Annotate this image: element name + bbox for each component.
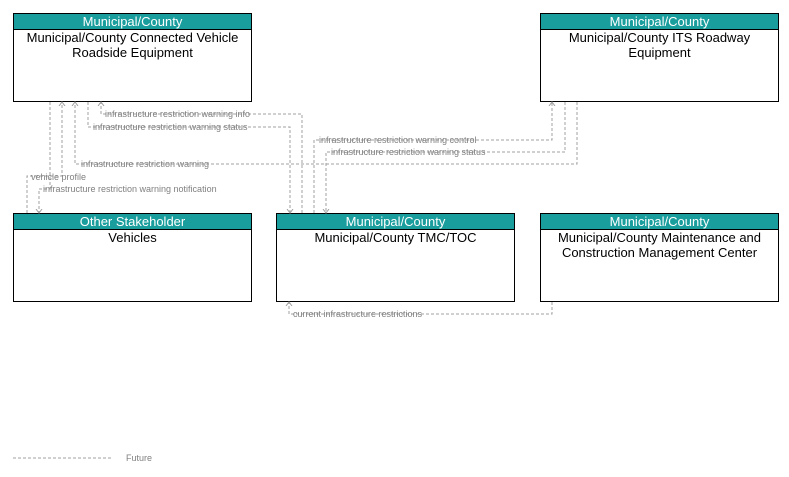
stakeholder-label: Municipal/County — [541, 14, 778, 30]
element-box-tmc-toc[interactable]: Municipal/County Municipal/County TMC/TO… — [276, 213, 515, 302]
flow-label-its-status: infrastructure restriction warning statu… — [331, 147, 486, 157]
stakeholder-label: Other Stakeholder — [14, 214, 251, 230]
element-name: Municipal/County Connected Vehicle Roads… — [26, 30, 239, 60]
stakeholder-label: Municipal/County — [14, 14, 251, 30]
element-name: Municipal/County ITS Roadway Equipment — [568, 30, 751, 60]
flow-line-rse-status — [87, 102, 290, 213]
element-box-vehicles[interactable]: Other Stakeholder Vehicles — [13, 213, 252, 302]
flow-label-rse-status: infrastructure restriction warning statu… — [93, 122, 248, 132]
element-name: Municipal/County TMC/TOC — [314, 230, 477, 245]
flow-line-its-status — [326, 102, 566, 213]
element-name: Municipal/County Maintenance and Constru… — [557, 230, 762, 260]
flow-label-warning-control: infrastructure restriction warning contr… — [319, 135, 477, 145]
flow-label-current-restrictions: current infrastructure restrictions — [293, 309, 423, 319]
flow-label-warning-info: infrastructure restriction warning info — [105, 109, 250, 119]
element-box-maintenance-construction[interactable]: Municipal/County Municipal/County Mainte… — [540, 213, 779, 302]
element-box-roadside-equipment[interactable]: Municipal/County Municipal/County Connec… — [13, 13, 252, 102]
flow-line-warning-notification — [39, 102, 51, 213]
flow-line-warning-info — [101, 102, 303, 213]
stakeholder-label: Municipal/County — [277, 214, 514, 230]
flow-label-warning: infrastructure restriction warning — [81, 159, 209, 169]
flow-line-current-restrictions — [289, 302, 553, 315]
stakeholder-label: Municipal/County — [541, 214, 778, 230]
flow-label-vehicle-profile: vehicle profile — [31, 172, 86, 182]
flow-line-vehicle-profile — [26, 102, 62, 213]
legend-label-future: Future — [126, 453, 152, 463]
element-box-its-roadway-equipment[interactable]: Municipal/County Municipal/County ITS Ro… — [540, 13, 779, 102]
flow-line-warning-control — [313, 102, 552, 213]
element-name: Vehicles — [108, 230, 157, 245]
flow-line-warning — [75, 102, 578, 165]
flow-label-warning-notification: infrastructure restriction warning notif… — [43, 184, 217, 194]
